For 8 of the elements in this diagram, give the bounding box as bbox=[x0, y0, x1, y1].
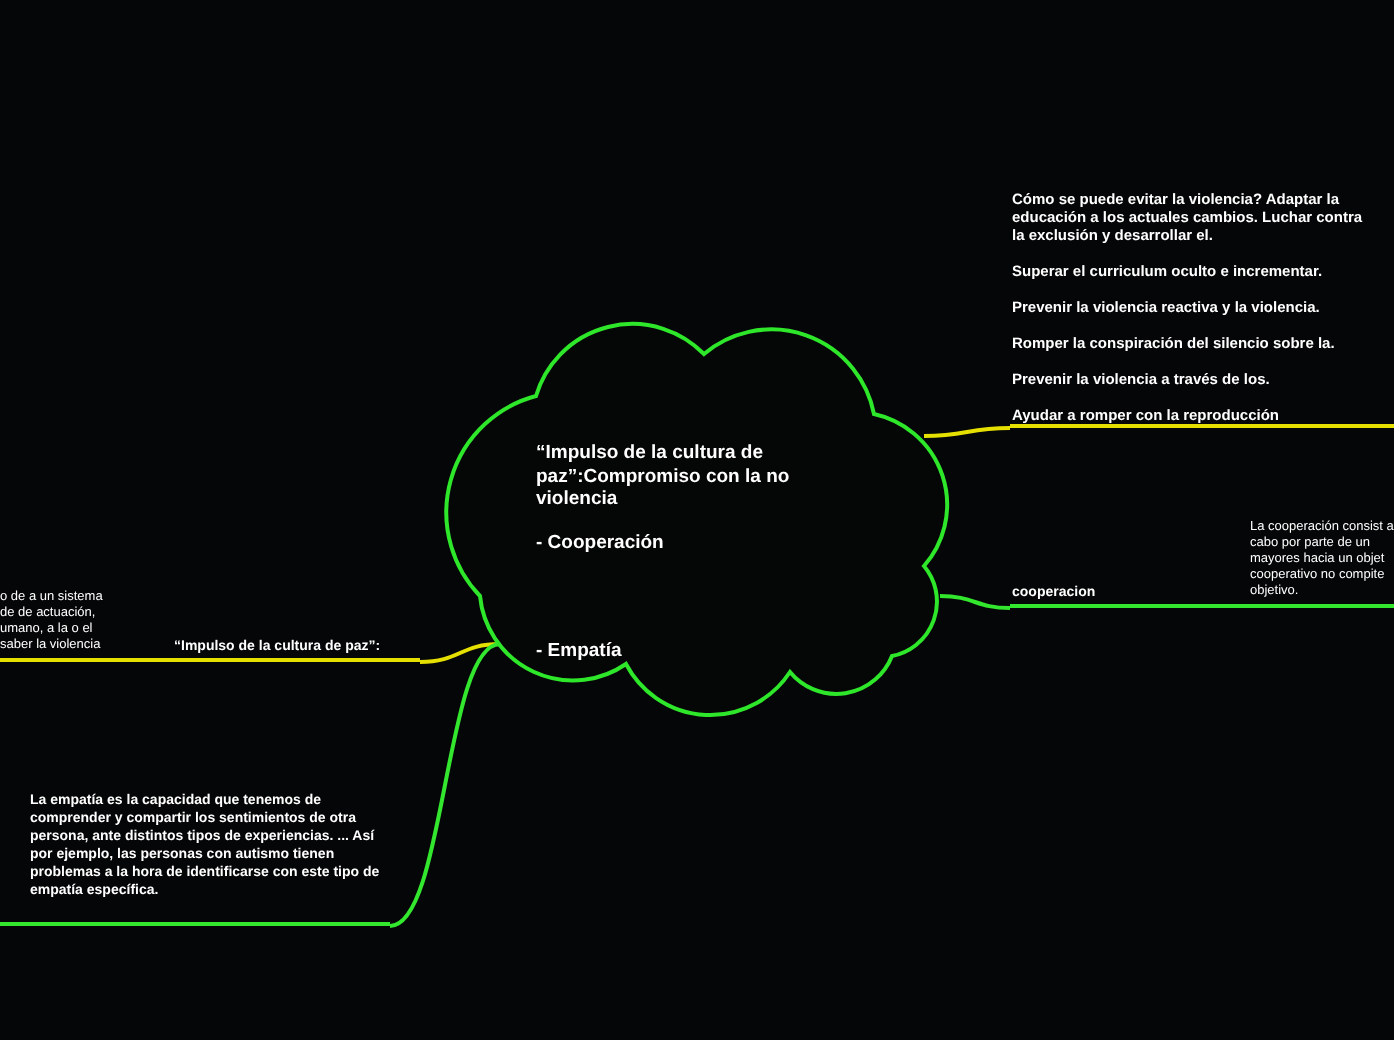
connector-line bbox=[939, 594, 1011, 610]
topic-text: “Impulso de la cultura de paz”:Compromiso con la no violencia bbox=[536, 442, 792, 511]
connector-line bbox=[389, 642, 501, 928]
connector-line bbox=[923, 426, 1011, 438]
topic-branch bbox=[0, 788, 390, 926]
topic-text: - Cooperación bbox=[536, 531, 666, 554]
topic-text: - Empatía bbox=[536, 640, 624, 663]
connector-line bbox=[419, 642, 501, 664]
